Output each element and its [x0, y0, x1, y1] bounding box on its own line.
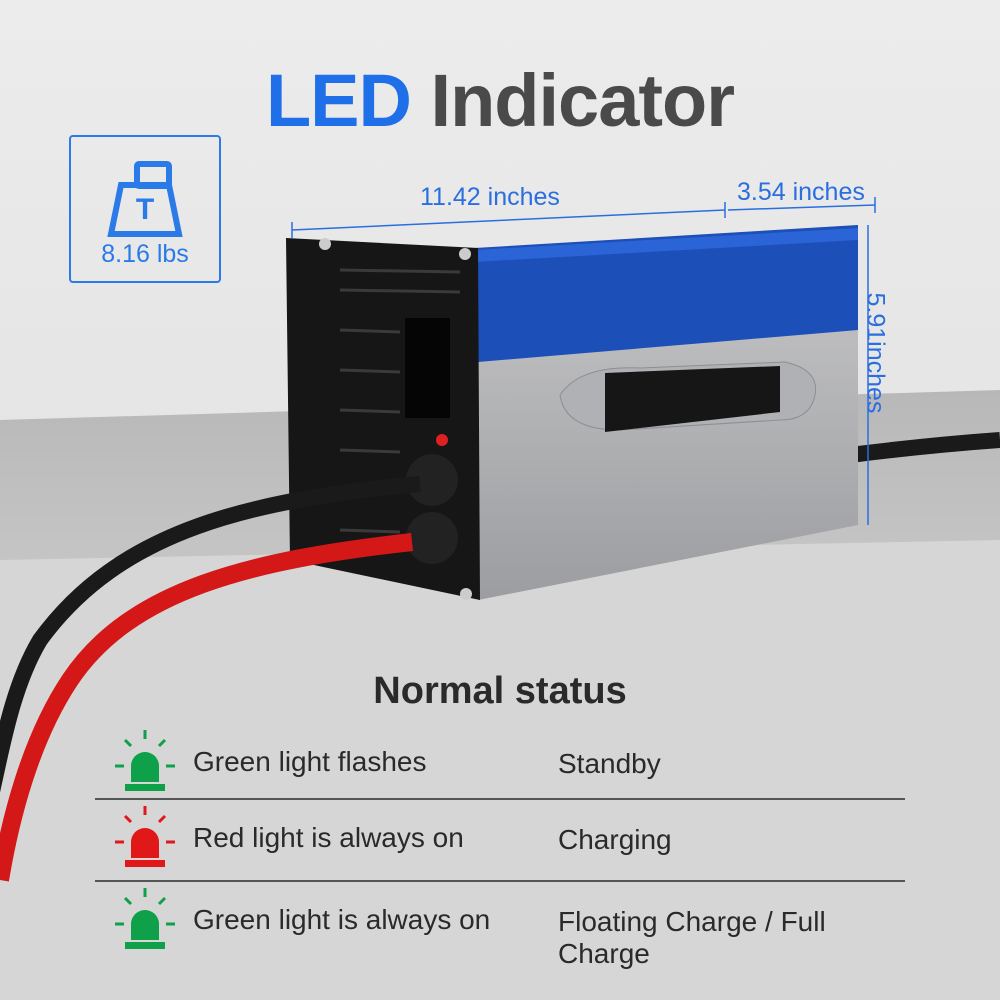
charger-label-panel — [475, 225, 858, 362]
divider — [95, 880, 905, 882]
page-title: LED Indicator — [265, 59, 735, 142]
red-beacon-icon — [115, 806, 175, 867]
divider — [95, 798, 905, 800]
handle — [605, 366, 780, 432]
weight-box: T 8.16 lbs — [69, 135, 221, 283]
weight-icon: T — [107, 161, 183, 237]
led-light — [436, 434, 448, 446]
dimension-lines — [291, 197, 876, 525]
length-label: 11.42 inches — [420, 183, 560, 211]
black-cable — [0, 476, 421, 793]
width-label: 3.54 inches — [737, 178, 865, 206]
weight-value: 8.16 lbs — [101, 240, 189, 268]
status-row: Red light is always on Charging — [95, 804, 905, 880]
status-heading: Normal status — [373, 670, 627, 712]
lcd-display — [405, 318, 450, 418]
height-label: 5.91inches — [861, 292, 890, 414]
red-cable — [0, 533, 413, 882]
status-row: Green light flashes Standby — [95, 728, 905, 804]
status-row: Green light is always on Floating Charge… — [95, 886, 905, 969]
svg-text:T: T — [136, 193, 154, 226]
green-beacon-icon — [115, 730, 175, 791]
green-beacon-icon — [115, 888, 175, 949]
